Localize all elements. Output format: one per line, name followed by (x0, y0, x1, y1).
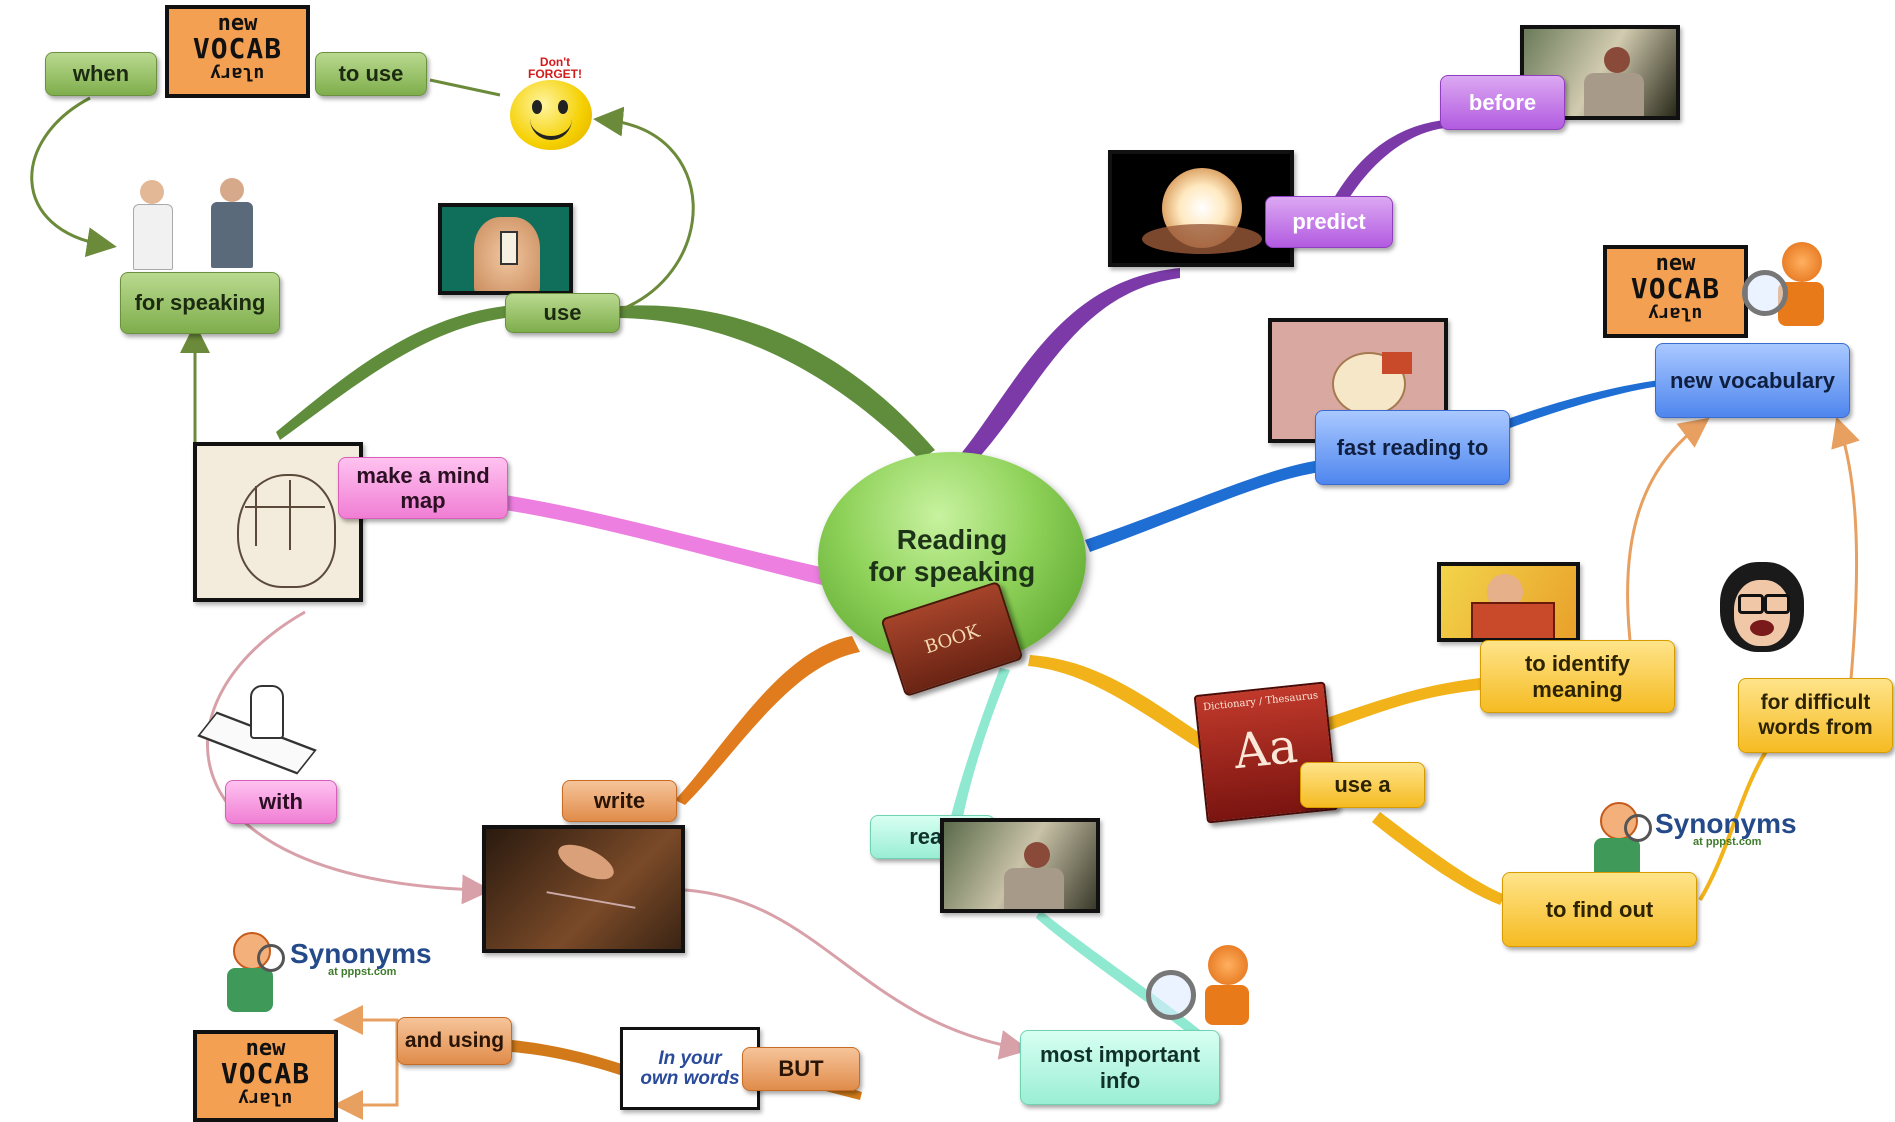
new-vocabulary-image-bottom: new VOCAB ulary (193, 1030, 338, 1122)
new-vocab-line2: VOCAB (192, 32, 283, 65)
synonyms-sub-left: at pppst.com (328, 966, 397, 978)
new-vocab-bottom-line3: ulary (238, 1088, 293, 1109)
new-vocabulary-image-right: new VOCAB ulary (1603, 245, 1748, 338)
node-new-vocabulary-label: new vocabulary (1669, 367, 1836, 393)
new-vocab-line3: ulary (210, 63, 265, 84)
magnifier-figure-icon-bottom (1140, 940, 1270, 1040)
branch-use (620, 305, 935, 460)
central-topic-line2: for speaking (868, 556, 1036, 588)
line-findout-difficult (1698, 743, 1772, 902)
branch-mindmap (505, 495, 825, 585)
node-for-speaking-label: for speaking (134, 290, 266, 316)
woman-reading-image (940, 818, 1100, 913)
man-magnifying-book-image (1437, 562, 1580, 642)
branch-use-left (276, 306, 505, 440)
branch-identify (1320, 678, 1480, 732)
node-and-using[interactable]: and using (397, 1017, 512, 1065)
node-for-difficult-words-from[interactable]: for difficult words from (1738, 678, 1893, 753)
screaming-face-image (1712, 560, 1812, 675)
node-fast-reading-to[interactable]: fast reading to (1315, 410, 1510, 485)
node-predict[interactable]: predict (1265, 196, 1393, 248)
node-write-label: write (593, 788, 646, 814)
people-talking-image (125, 170, 265, 270)
synonyms-character-icon-left (215, 930, 285, 1015)
new-vocab-right-line2: VOCAB (1630, 272, 1721, 305)
node-for-difficult-words-from-label: for difficult words from (1758, 691, 1873, 739)
branch-read (950, 668, 1010, 822)
new-vocab-line1: new (217, 11, 258, 36)
book-title: BOOK (921, 620, 983, 658)
node-for-speaking[interactable]: for speaking (120, 272, 280, 334)
arrow-andusing-synonyms (333, 1005, 399, 1040)
arrow-when-to-speaking (30, 96, 117, 257)
branch-newvocab (1505, 380, 1660, 428)
branch-write (675, 636, 860, 805)
node-use-a[interactable]: use a (1300, 762, 1425, 808)
node-with-label: with (259, 789, 303, 815)
node-when[interactable]: when (45, 52, 157, 96)
branch-predict (960, 268, 1180, 462)
own-words-text: In your own words (640, 1047, 740, 1089)
node-but[interactable]: BUT (742, 1047, 860, 1091)
node-to-identify-meaning[interactable]: to identify meaning (1480, 640, 1675, 713)
arrow-difficult-to-newvocab (1831, 416, 1860, 691)
central-topic-line1: Reading (896, 524, 1008, 555)
fountain-pen-writing-image (482, 825, 685, 953)
synonyms-logo-right: Synonyms at pppst.com (1655, 808, 1797, 848)
synonyms-sub-right: at pppst.com (1693, 836, 1762, 848)
node-with[interactable]: with (225, 780, 337, 824)
crystal-ball-image (1108, 150, 1294, 267)
arrow-with-to-write (206, 610, 492, 905)
node-to-identify-meaning-label: to identify meaning (1524, 651, 1631, 702)
branch-usea (1028, 655, 1210, 752)
arrow-use-to-forget (593, 106, 695, 312)
node-before-label: before (1468, 89, 1537, 115)
dont-forget-text: Don't FORGET! (528, 55, 582, 81)
node-use-label: use (543, 300, 582, 326)
node-when-label: when (72, 61, 130, 87)
node-use-a-label: use a (1334, 772, 1391, 798)
node-make-mind-map[interactable]: make a mind map (338, 457, 508, 519)
node-most-important-info[interactable]: most important info (1020, 1030, 1220, 1105)
node-write[interactable]: write (562, 780, 677, 822)
node-to-use-label: to use (338, 61, 404, 87)
synonyms-text-right: Synonyms (1655, 808, 1797, 839)
node-to-find-out[interactable]: to find out (1502, 872, 1697, 947)
node-most-important-info-label: most important info (1039, 1042, 1201, 1093)
dictionary-title: Dictionary / Thesaurus (1202, 690, 1319, 714)
arrow-identify-to-newvocab (1626, 417, 1710, 641)
new-vocab-bottom-line2: VOCAB (220, 1057, 311, 1090)
node-new-vocabulary[interactable]: new vocabulary (1655, 343, 1850, 418)
branch-andusing (512, 1040, 625, 1075)
branch-findout (1372, 812, 1505, 905)
dont-forget-smiley-icon (510, 80, 592, 150)
node-to-find-out-label: to find out (1545, 896, 1654, 922)
synonyms-logo-left: Synonyms at pppst.com (290, 938, 432, 978)
magnifier-figure-icon-top (1740, 240, 1850, 340)
node-fast-reading-to-label: fast reading to (1336, 434, 1489, 460)
synonyms-text-left: Synonyms (290, 938, 432, 969)
new-vocab-right-line1: new (1655, 251, 1696, 276)
line-touse-forget (429, 78, 501, 97)
new-vocab-bottom-line1: new (245, 1036, 286, 1061)
node-before[interactable]: before (1440, 75, 1565, 130)
node-make-mind-map-label: make a mind map (356, 462, 490, 513)
woodworking-plane-image (190, 675, 320, 775)
head-keyhole-image (438, 203, 573, 295)
node-use[interactable]: use (505, 293, 620, 333)
node-predict-label: predict (1292, 209, 1366, 235)
arrow-andusing-vocab (333, 1040, 399, 1120)
node-and-using-label: and using (404, 1028, 505, 1052)
new-vocab-right-line3: ulary (1648, 303, 1703, 324)
node-to-use[interactable]: to use (315, 52, 427, 96)
own-words-image: In your own words (620, 1027, 760, 1110)
branch-fast (1085, 460, 1320, 552)
node-but-label: BUT (778, 1056, 824, 1082)
new-vocabulary-image: new VOCAB ulary (165, 5, 310, 98)
phrenology-head-image (193, 442, 363, 602)
arrow-write-to-info (684, 888, 1030, 1060)
